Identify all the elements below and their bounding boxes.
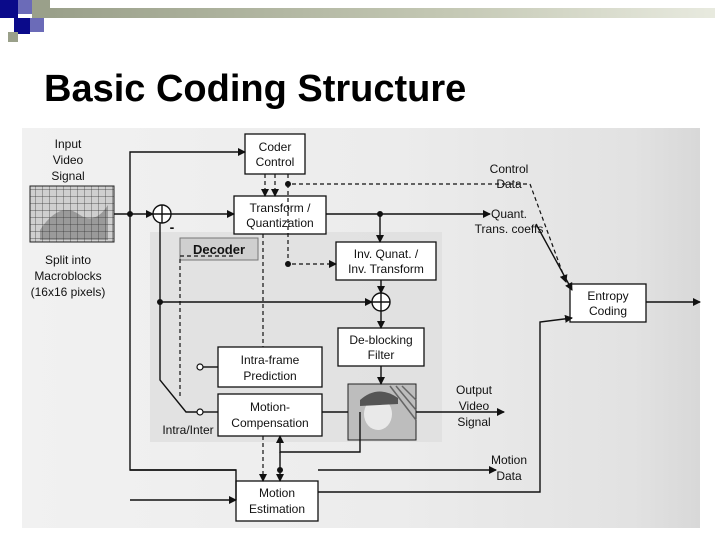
entropy-coding-box xyxy=(569,283,647,323)
deblocking-label-1: De-blocking xyxy=(349,333,412,347)
inv-transform-label-2: Inv. Transform xyxy=(348,262,424,276)
decoder-label: Decoder xyxy=(193,242,245,257)
title-bar xyxy=(50,8,715,18)
transform-label-2: Quantization xyxy=(246,216,313,230)
corner-square-1 xyxy=(0,0,18,18)
split-label-1: Split into xyxy=(45,253,91,267)
control-data-label-2: Data xyxy=(496,177,522,191)
intra-prediction-label-1: Intra-frame xyxy=(241,353,300,367)
signal-lines xyxy=(114,148,701,504)
intra-prediction-box xyxy=(217,346,323,388)
output-label-2: Video xyxy=(459,399,490,413)
motion-data-label-1: Motion xyxy=(491,453,527,467)
quant-coeffs-label-2: Trans. coeffs xyxy=(475,222,544,236)
motion-compensation-label-2: Compensation xyxy=(231,416,308,430)
sum-junction-1 xyxy=(152,204,172,224)
output-video-image xyxy=(347,383,417,441)
intra-inter-label: Intra/Inter xyxy=(162,423,213,437)
corner-square-6 xyxy=(8,32,18,42)
corner-square-5 xyxy=(30,18,44,32)
corner-square-3 xyxy=(32,0,50,18)
motion-compensation-label-1: Motion- xyxy=(250,400,290,414)
motion-compensation-box xyxy=(217,393,323,437)
slide-title: Basic Coding Structure xyxy=(44,68,467,110)
output-label-3: Signal xyxy=(457,415,490,429)
junction-dots xyxy=(127,181,383,473)
intra-prediction-label-2: Prediction xyxy=(243,369,296,383)
motion-data-label-2: Data xyxy=(496,469,522,483)
minus-sign: - xyxy=(170,219,175,235)
decoder-label-box xyxy=(179,237,259,261)
deblocking-label-2: Filter xyxy=(368,348,395,362)
output-label-1: Output xyxy=(456,383,493,397)
quant-coeffs-label-1: Quant. xyxy=(491,207,527,221)
split-label-3: (16x16 pixels) xyxy=(31,285,106,299)
inter-switch-node xyxy=(196,408,204,416)
corner-square-2 xyxy=(18,0,32,14)
corner-square-4 xyxy=(14,18,30,34)
motion-estimation-label-1: Motion xyxy=(259,486,295,500)
sum-junction-2 xyxy=(371,292,391,312)
transform-label-1: Transform / xyxy=(250,201,312,215)
inv-transform-label-1: Inv. Qunat. / xyxy=(354,247,419,261)
deblocking-box xyxy=(337,327,425,367)
intra-switch-node xyxy=(196,363,204,371)
split-label-2: Macroblocks xyxy=(34,269,101,283)
control-data-label-1: Control xyxy=(490,162,529,176)
input-label-3: Signal xyxy=(51,169,84,183)
input-label-1: Input xyxy=(55,137,82,151)
entropy-label-1: Entropy xyxy=(587,289,628,303)
entropy-label-2: Coding xyxy=(589,304,627,318)
coder-control-label-1: Coder xyxy=(259,140,292,154)
coder-control-label-2: Control xyxy=(256,155,295,169)
input-label-2: Video xyxy=(53,153,84,167)
transform-box xyxy=(233,195,327,235)
macroblock-grid-image xyxy=(29,185,115,243)
motion-estimation-label-2: Estimation xyxy=(249,502,305,516)
